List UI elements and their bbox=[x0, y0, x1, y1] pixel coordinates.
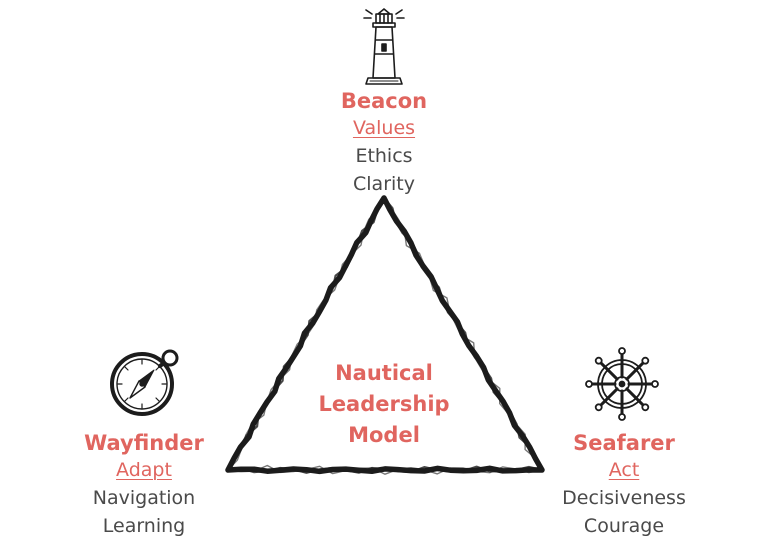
wayfinder-trait-1: Navigation bbox=[92, 487, 196, 509]
beacon-title: Beacon bbox=[340, 89, 428, 113]
model-title-line-1: Nautical bbox=[335, 361, 433, 385]
beacon-trait-1: Ethics bbox=[355, 145, 413, 167]
model-title-line-2: Leadership bbox=[318, 392, 450, 416]
seafarer-subtitle: Act bbox=[608, 459, 640, 481]
beacon-trait-2: Clarity bbox=[353, 173, 415, 195]
wayfinder-trait-2: Learning bbox=[102, 515, 186, 537]
triangle-stroke-3 bbox=[227, 197, 543, 475]
wayfinder-node: Wayfinder Adapt Navigation Learning bbox=[34, 430, 254, 540]
ship-wheel-icon bbox=[584, 346, 660, 426]
triangle-outline bbox=[225, 195, 545, 475]
model-title: Nautical Leadership Model bbox=[284, 358, 484, 451]
lighthouse-icon bbox=[358, 6, 410, 92]
wayfinder-subtitle: Adapt bbox=[116, 459, 172, 481]
seafarer-trait-2: Courage bbox=[583, 515, 665, 537]
beacon-subtitle: Values bbox=[352, 117, 416, 139]
seafarer-node: Seafarer Act Decisiveness Courage bbox=[514, 430, 734, 540]
seafarer-trait-1: Decisiveness bbox=[562, 487, 686, 509]
wayfinder-title: Wayfinder bbox=[84, 431, 204, 455]
model-title-line-3: Model bbox=[348, 423, 420, 447]
compass-icon bbox=[104, 344, 186, 422]
seafarer-title: Seafarer bbox=[573, 431, 675, 455]
beacon-node: Beacon Values Ethics Clarity bbox=[274, 88, 494, 198]
